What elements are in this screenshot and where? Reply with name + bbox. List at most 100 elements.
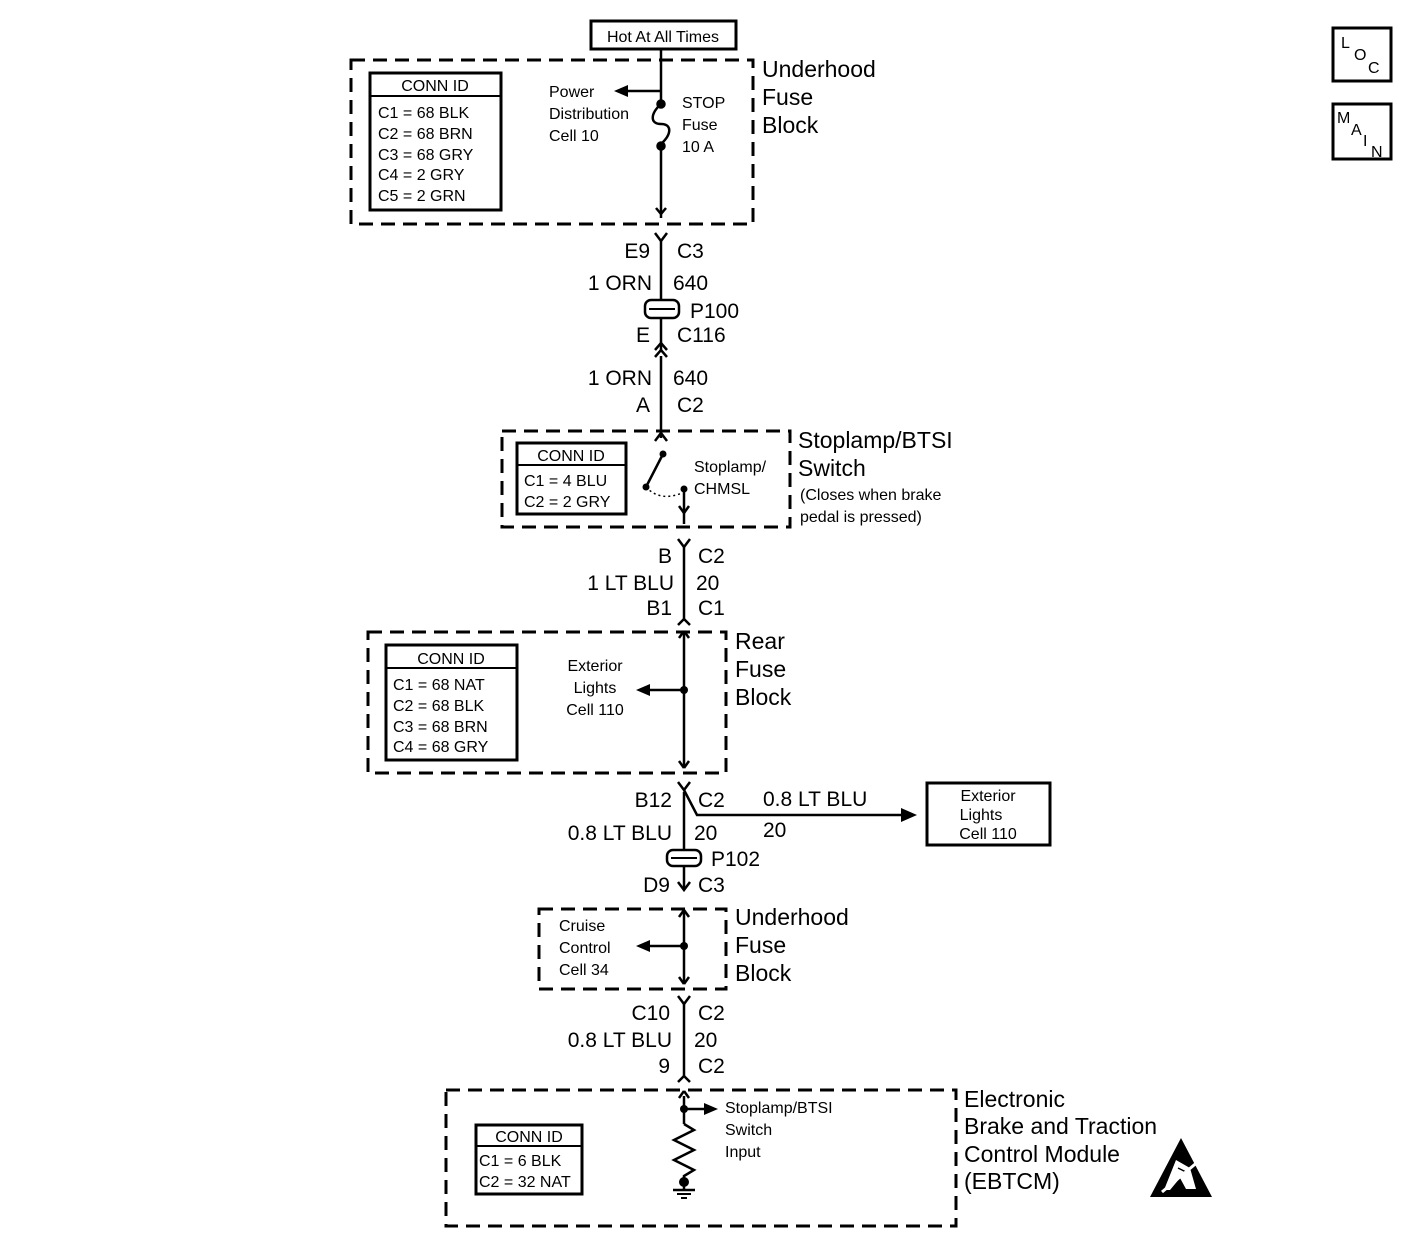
stop-fuse-label: Fuse bbox=[682, 117, 718, 134]
component-title: Switch bbox=[798, 455, 866, 481]
splice-label: P102 bbox=[711, 848, 760, 871]
component-title: Underhood bbox=[735, 904, 849, 930]
rear-fuse-block: CONN ID C1 = 68 NAT C2 = 68 BLK C3 = 68 … bbox=[366, 628, 792, 775]
connector-b12-c2: B12 C2 0.8 LT BLU 20 0.8 LT BLU 20 bbox=[568, 781, 917, 845]
component-title: Stoplamp/BTSI bbox=[798, 427, 953, 453]
cruise-control-ref-label: Cruise bbox=[559, 918, 605, 935]
switch-contact-label: Stoplamp/ bbox=[694, 459, 767, 476]
conn-id-row: C2 = 32 NAT bbox=[479, 1174, 571, 1191]
connector-id-label: C2 bbox=[698, 545, 725, 568]
connector-b-c2: B C2 1 LT BLU 20 B1 C1 bbox=[587, 538, 725, 626]
component-title: Block bbox=[762, 112, 819, 138]
exterior-lights-ref-label: Lights bbox=[574, 680, 617, 697]
exterior-lights-ref-label: Cell 110 bbox=[959, 826, 1017, 843]
connector-d9-c3: D9 C3 bbox=[643, 874, 725, 897]
component-note: (Closes when brake bbox=[800, 487, 942, 504]
power-source-box: Hot At All Times bbox=[589, 19, 738, 51]
conn-id-row: C4 = 2 GRY bbox=[378, 167, 465, 184]
ebtcm-input-label: Input bbox=[725, 1144, 761, 1161]
ebtcm-conn-id-table: CONN ID C1 = 6 BLK C2 = 32 NAT bbox=[474, 1123, 584, 1196]
exterior-lights-ref-label: Cell 110 bbox=[566, 702, 624, 719]
power-distribution-label: Distribution bbox=[549, 106, 629, 123]
component-title: Control Module bbox=[964, 1141, 1120, 1167]
wire-color-label: 1 ORN bbox=[588, 272, 652, 295]
connector-pin-label: B1 bbox=[646, 597, 672, 620]
connector-id-label: C2 bbox=[677, 394, 704, 417]
connector-pin-label: E9 bbox=[624, 240, 650, 263]
cruise-control-ref-label: Cell 34 bbox=[559, 962, 609, 979]
main-letter-n: N bbox=[1371, 144, 1383, 161]
main-letter-i: I bbox=[1363, 133, 1367, 150]
wire-color-label: 0.8 LT BLU bbox=[568, 822, 672, 845]
conn-id-row: C3 = 68 GRY bbox=[378, 147, 474, 164]
conn-id-row: C3 = 68 BRN bbox=[393, 719, 488, 736]
connector-id-label: C2 bbox=[698, 789, 725, 812]
conn-id-row: C5 = 2 GRN bbox=[378, 188, 466, 205]
power-distribution-label: Power bbox=[549, 84, 595, 101]
circuit-number-label: 20 bbox=[694, 1029, 717, 1052]
component-note: pedal is pressed) bbox=[800, 509, 922, 526]
pull-down-resistor bbox=[671, 1122, 697, 1182]
component-title: Rear bbox=[735, 628, 785, 654]
circuit-number-label: 640 bbox=[673, 272, 708, 295]
stop-fuse-symbol bbox=[651, 99, 671, 215]
conn-id-row: C4 = 68 GRY bbox=[393, 739, 489, 756]
connector-id-label: C3 bbox=[677, 240, 704, 263]
connector-c10-c2: C10 C2 0.8 LT BLU 20 9 C2 bbox=[568, 995, 725, 1083]
exterior-lights-ref-label: Lights bbox=[960, 807, 1003, 824]
splice-p102: P102 bbox=[665, 848, 760, 871]
component-title: Fuse bbox=[735, 932, 786, 958]
conn-id-header: CONN ID bbox=[495, 1129, 563, 1146]
conn-id-row: C1 = 6 BLK bbox=[479, 1153, 562, 1170]
circuit-number-label: 20 bbox=[694, 822, 717, 845]
exterior-lights-ref-box[interactable]: Exterior Lights Cell 110 bbox=[925, 781, 1052, 847]
conn-id-row: C1 = 68 NAT bbox=[393, 677, 485, 694]
loc-letter-o: O bbox=[1354, 47, 1366, 64]
component-title: Block bbox=[735, 684, 792, 710]
connector-id-label: C2 bbox=[698, 1002, 725, 1025]
cruise-control-ref-label: Control bbox=[559, 940, 611, 957]
ebtcm-module: CONN ID C1 = 6 BLK C2 = 32 NAT Stoplamp/… bbox=[444, 1086, 1157, 1228]
conn-id-row: C1 = 68 BLK bbox=[378, 105, 470, 122]
connector-pin-label: B12 bbox=[635, 789, 672, 812]
connector-pin-label: E bbox=[636, 324, 650, 347]
component-title: Fuse bbox=[762, 84, 813, 110]
component-title: Fuse bbox=[735, 656, 786, 682]
connector-pin-label: A bbox=[636, 394, 650, 417]
splice-p100: P100 bbox=[643, 298, 739, 323]
branch-wire-color-label: 0.8 LT BLU bbox=[763, 788, 867, 811]
connector-pin-label: D9 bbox=[643, 874, 670, 897]
connector-e-c116: E C116 1 ORN 640 A C2 bbox=[588, 324, 726, 417]
stoplamp-btsi-switch: CONN ID C1 = 4 BLU C2 = 2 GRY Stoplamp/ … bbox=[500, 427, 953, 529]
connector-e9-c3: E9 C3 1 ORN 640 bbox=[588, 232, 708, 295]
connector-pin-label: C10 bbox=[631, 1002, 670, 1025]
loc-letter-l: L bbox=[1341, 35, 1350, 52]
exterior-lights-ref-label: Exterior bbox=[960, 788, 1016, 805]
exterior-lights-ref-label: Exterior bbox=[567, 658, 623, 675]
ground-symbol bbox=[673, 1177, 695, 1199]
component-title: (EBTCM) bbox=[964, 1168, 1060, 1194]
component-title: Block bbox=[735, 960, 792, 986]
splice-label: P100 bbox=[690, 300, 739, 323]
component-title: Electronic bbox=[964, 1086, 1065, 1112]
component-title: Brake and Traction bbox=[964, 1113, 1157, 1139]
branch-circuit-number-label: 20 bbox=[763, 819, 786, 842]
connector-id-label: C3 bbox=[698, 874, 725, 897]
ebtcm-input-label: Stoplamp/BTSI bbox=[725, 1100, 833, 1117]
wire-color-label: 1 LT BLU bbox=[587, 572, 674, 595]
wire-color-label: 0.8 LT BLU bbox=[568, 1029, 672, 1052]
ebtcm-input-label: Switch bbox=[725, 1122, 772, 1139]
connector-id-label: C1 bbox=[698, 597, 725, 620]
main-button[interactable]: M A I N bbox=[1331, 102, 1393, 161]
component-title: Underhood bbox=[762, 56, 876, 82]
connector-pin-label: 9 bbox=[658, 1055, 670, 1078]
underhood-fuse-block-bottom: Cruise Control Cell 34 Underhood Fuse Bl… bbox=[537, 904, 849, 991]
connector-id-label: C116 bbox=[677, 324, 726, 347]
conn-id-header: CONN ID bbox=[417, 651, 485, 668]
stop-fuse-label: 10 A bbox=[682, 139, 714, 156]
loc-button[interactable]: L O C bbox=[1331, 26, 1393, 83]
conn-id-row: C1 = 4 BLU bbox=[524, 473, 607, 490]
switch-conn-id-table: CONN ID C1 = 4 BLU C2 = 2 GRY bbox=[515, 441, 628, 516]
underhood-conn-id-table: CONN ID C1 = 68 BLK C2 = 68 BRN C3 = 68 … bbox=[368, 71, 503, 212]
